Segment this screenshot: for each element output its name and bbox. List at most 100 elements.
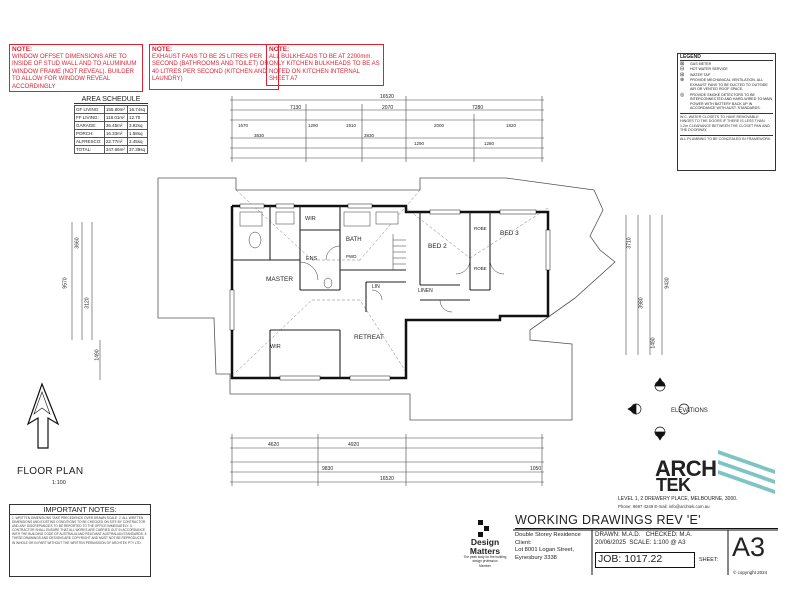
important-notes-body: 1. WRITTEN DIMENSIONS TAKE PRECEDENCE OV… (12, 516, 148, 545)
legend-text: GAS METER (690, 61, 712, 66)
room-label-bed2: BED 2 (428, 243, 447, 250)
note-heading: NOTE: (152, 46, 173, 53)
dim-left: 3120 (84, 297, 91, 309)
checked-by: CHECKED: M.A. (645, 531, 693, 538)
dim-bottom: 1050 (530, 466, 542, 472)
dim-top2: 3830 (364, 133, 375, 138)
sheet-number: A3 (732, 532, 766, 562)
smoke-detector-icon: ◎ (680, 91, 685, 98)
area-sq: 37.39sq (127, 145, 148, 154)
dim-right: 3980 (638, 297, 645, 309)
dim-bottom: 9830 (322, 466, 334, 472)
room-label-pwd: PWD (346, 254, 357, 259)
project-name: Double Storey Residence (515, 532, 581, 538)
dim-bottom: 4920 (348, 442, 360, 448)
dim-top2: 1290 (308, 123, 319, 128)
legend-item: ⊞ WATER TAP (680, 71, 773, 78)
floor-plan-title: FLOOR PLAN (17, 466, 84, 477)
job-number: JOB: 1017.22 (595, 552, 695, 568)
dim-left: 3660 (74, 237, 81, 249)
note-heading: NOTE: (12, 46, 33, 53)
room-label-bath: BATH (346, 237, 362, 243)
elevation-markers-icon (627, 377, 690, 441)
legend-title: LEGEND (680, 55, 773, 61)
dim-top2: 1670 (238, 123, 249, 128)
archtek-logo-line2: TEK (656, 475, 691, 495)
floor-plan-scale: 1:100 (52, 480, 66, 486)
important-notes-box: IMPORTANT NOTES: 1. WRITTEN DIMENSIONS T… (9, 504, 151, 577)
legend-item: ⊠GAS METER (680, 61, 773, 67)
area-schedule-title: AREA SCHEDULE (74, 96, 148, 104)
room-label-wir: WIR (270, 344, 281, 350)
room-label-lin: LIN (372, 284, 380, 290)
room-label-bed3: BED 3 (500, 230, 519, 237)
archtek-contact: Phone: 9697 4249 E-mail: info@archtek.co… (618, 504, 710, 509)
exhaust-fan-icon: ⊕ (680, 77, 685, 83)
dim-right: 1490 (650, 337, 657, 349)
dim-top: 7130 (290, 105, 302, 111)
room-label-linen: LINEN (418, 288, 433, 294)
legend-item: ⊕ PROVIDE MECHANICAL VENTILATION. ALL EXH… (680, 78, 773, 92)
copyright: © copyright 2024 (733, 570, 768, 575)
dim-bottom-overall: 16520 (380, 476, 394, 482)
dim-right: 9430 (664, 277, 671, 289)
note-heading: NOTE: (269, 46, 290, 53)
archtek-logo-line1: ARCH (655, 456, 717, 481)
dim-top: 7280 (472, 105, 484, 111)
note-bulkheads: NOTE: ALL BULKHEADS TO BE AT 2200mm. ONL… (266, 44, 384, 86)
project-info: Double Storey Residence Client: Lot 8001… (515, 532, 591, 562)
dim-top2: 1820 (506, 123, 517, 128)
dim-top2: 1910 (346, 123, 357, 128)
note-body: EXHAUST FANS TO BE 25 LITRES PER SECOND … (152, 53, 269, 83)
hot-water-icon: ⊟ (680, 66, 685, 72)
design-matters-badge: Design Matters The peak body for the bui… (462, 518, 508, 568)
room-label-robe: ROBE (474, 226, 487, 231)
note-body: ALL BULKHEADS TO BE AT 2200mm. ONLY KITC… (269, 53, 380, 83)
legend-footnote: W.C. WATER CLOSETS TO HAVE REMOVABLE HIN… (680, 112, 773, 133)
legend-box: LEGEND ⊠GAS METER ⊟ HOT WATER SERVICE ⊞ WA… (677, 53, 776, 171)
legend-text: PROVIDE SMOKE DETECTORS TO BE INTERCONNE… (690, 92, 773, 111)
north-arrow-icon (26, 382, 60, 449)
area-m2: 347.66m² (103, 145, 129, 154)
drawing-meta: DRAWN: M.A.D. CHECKED: M.A. 20/06/2025 S… (595, 531, 692, 547)
archtek-address: LEVEL 1, 2 DREWERY PLACE, MELBOURNE, 300… (618, 496, 738, 502)
drawing-title: WORKING DRAWINGS REV 'E' (515, 513, 778, 529)
room-label-robe: ROBE (474, 266, 487, 271)
dim-top2: 3830 (254, 133, 265, 138)
site-address-line1: Lot 8001 Logan Street, (515, 547, 574, 554)
note-window-offset: NOTE: WINDOW OFFSET DIMENSIONS ARE TO IN… (9, 44, 143, 92)
dim-top-overall: 16520 (380, 94, 394, 100)
drawing-scale: SCALE: 1:100 @ A3 (629, 539, 686, 546)
note-exhaust-fans: NOTE: EXHAUST FANS TO BE 25 LITRES PER S… (149, 44, 279, 90)
room-label-master: MASTER (266, 276, 294, 283)
dim-top2: 2000 (434, 123, 445, 128)
design-matters-member: Member (479, 563, 491, 568)
dim-left: 1490 (94, 349, 101, 361)
dim-left: 9570 (62, 277, 69, 289)
important-notes-title: IMPORTANT NOTES: (10, 505, 150, 515)
water-tap-icon: ⊞ (680, 71, 685, 78)
sheet-label: SHEET: (699, 557, 719, 563)
legend-text: HOT WATER SERVICE (690, 67, 728, 71)
site-address-line2: Eynesbury 3338 (515, 554, 557, 561)
design-matters-name: Design Matters (469, 537, 501, 556)
dim-top: 2070 (382, 105, 394, 111)
dim-right: 3710 (626, 237, 633, 249)
legend-text: PROVIDE MECHANICAL VENTILATION. ALL EXHA… (690, 78, 768, 91)
legend-item: ⊟ HOT WATER SERVICE (680, 67, 773, 72)
note-body: WINDOW OFFSET DIMENSIONS ARE TO INSIDE O… (12, 53, 137, 90)
client-label: Client: (515, 539, 532, 546)
legend-item: ◎ PROVIDE SMOKE DETECTORS TO BE INTERCONN… (680, 91, 773, 111)
archtek-logo-icon (718, 450, 775, 494)
room-label-wir: WIR (305, 216, 316, 222)
dim-bottom: 4620 (268, 442, 280, 448)
legend-footnote: ALL PLUMBING TO BE CONCEALED IN FRAMEWOR… (680, 134, 773, 141)
design-matters-tagline: The peak body for the building design pr… (463, 555, 507, 563)
legend-text: WATER TAP (690, 72, 711, 77)
drawn-by: DRAWN: M.A.D. (595, 531, 641, 538)
